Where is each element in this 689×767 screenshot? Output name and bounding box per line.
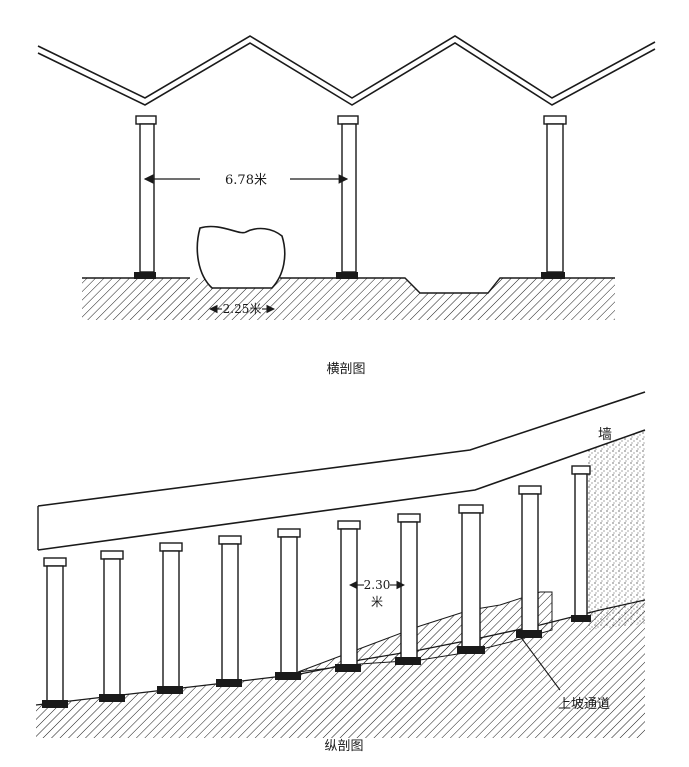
cross-column-1 — [134, 115, 157, 279]
dim-pit-label: 2.25米 — [223, 302, 262, 316]
caption-cross-section: 横剖图 — [326, 362, 365, 377]
long-column-6 — [335, 520, 361, 672]
longitudinal-section-drawing: 2.30 米 墙 上坡通道 — [35, 391, 646, 738]
long-column-10 — [571, 465, 591, 622]
long-column-9 — [516, 485, 542, 638]
cross-roof-outer — [37, 35, 656, 99]
cross-ground — [82, 278, 615, 320]
ramp-leader-line — [516, 631, 561, 691]
wall-stipple — [587, 430, 645, 630]
cross-section-drawing: 6.78米 2.25米 — [37, 35, 656, 320]
long-column-1 — [42, 557, 68, 708]
long-column-4 — [216, 535, 242, 687]
long-column-7 — [395, 513, 421, 665]
long-roof-slab — [38, 392, 645, 550]
caption-longitudinal-section: 纵剖图 — [324, 739, 363, 754]
cross-roof-inner — [37, 42, 656, 106]
long-roof-bottom — [37, 429, 646, 551]
long-column-5 — [275, 528, 301, 680]
long-column-8 — [457, 504, 485, 654]
cross-pit — [196, 225, 286, 289]
label-wall: 墙 — [598, 427, 612, 443]
dim-span-label: 6.78米 — [225, 173, 267, 188]
dim-long-unit: 米 — [371, 595, 383, 609]
label-ramp: 上坡通道 — [558, 697, 610, 712]
long-roof-top — [37, 391, 646, 507]
long-column-3 — [157, 542, 183, 694]
long-column-2 — [99, 550, 125, 702]
dim-long-value: 2.30 — [364, 578, 391, 592]
cross-column-2 — [336, 115, 359, 279]
cross-column-3 — [541, 115, 567, 279]
